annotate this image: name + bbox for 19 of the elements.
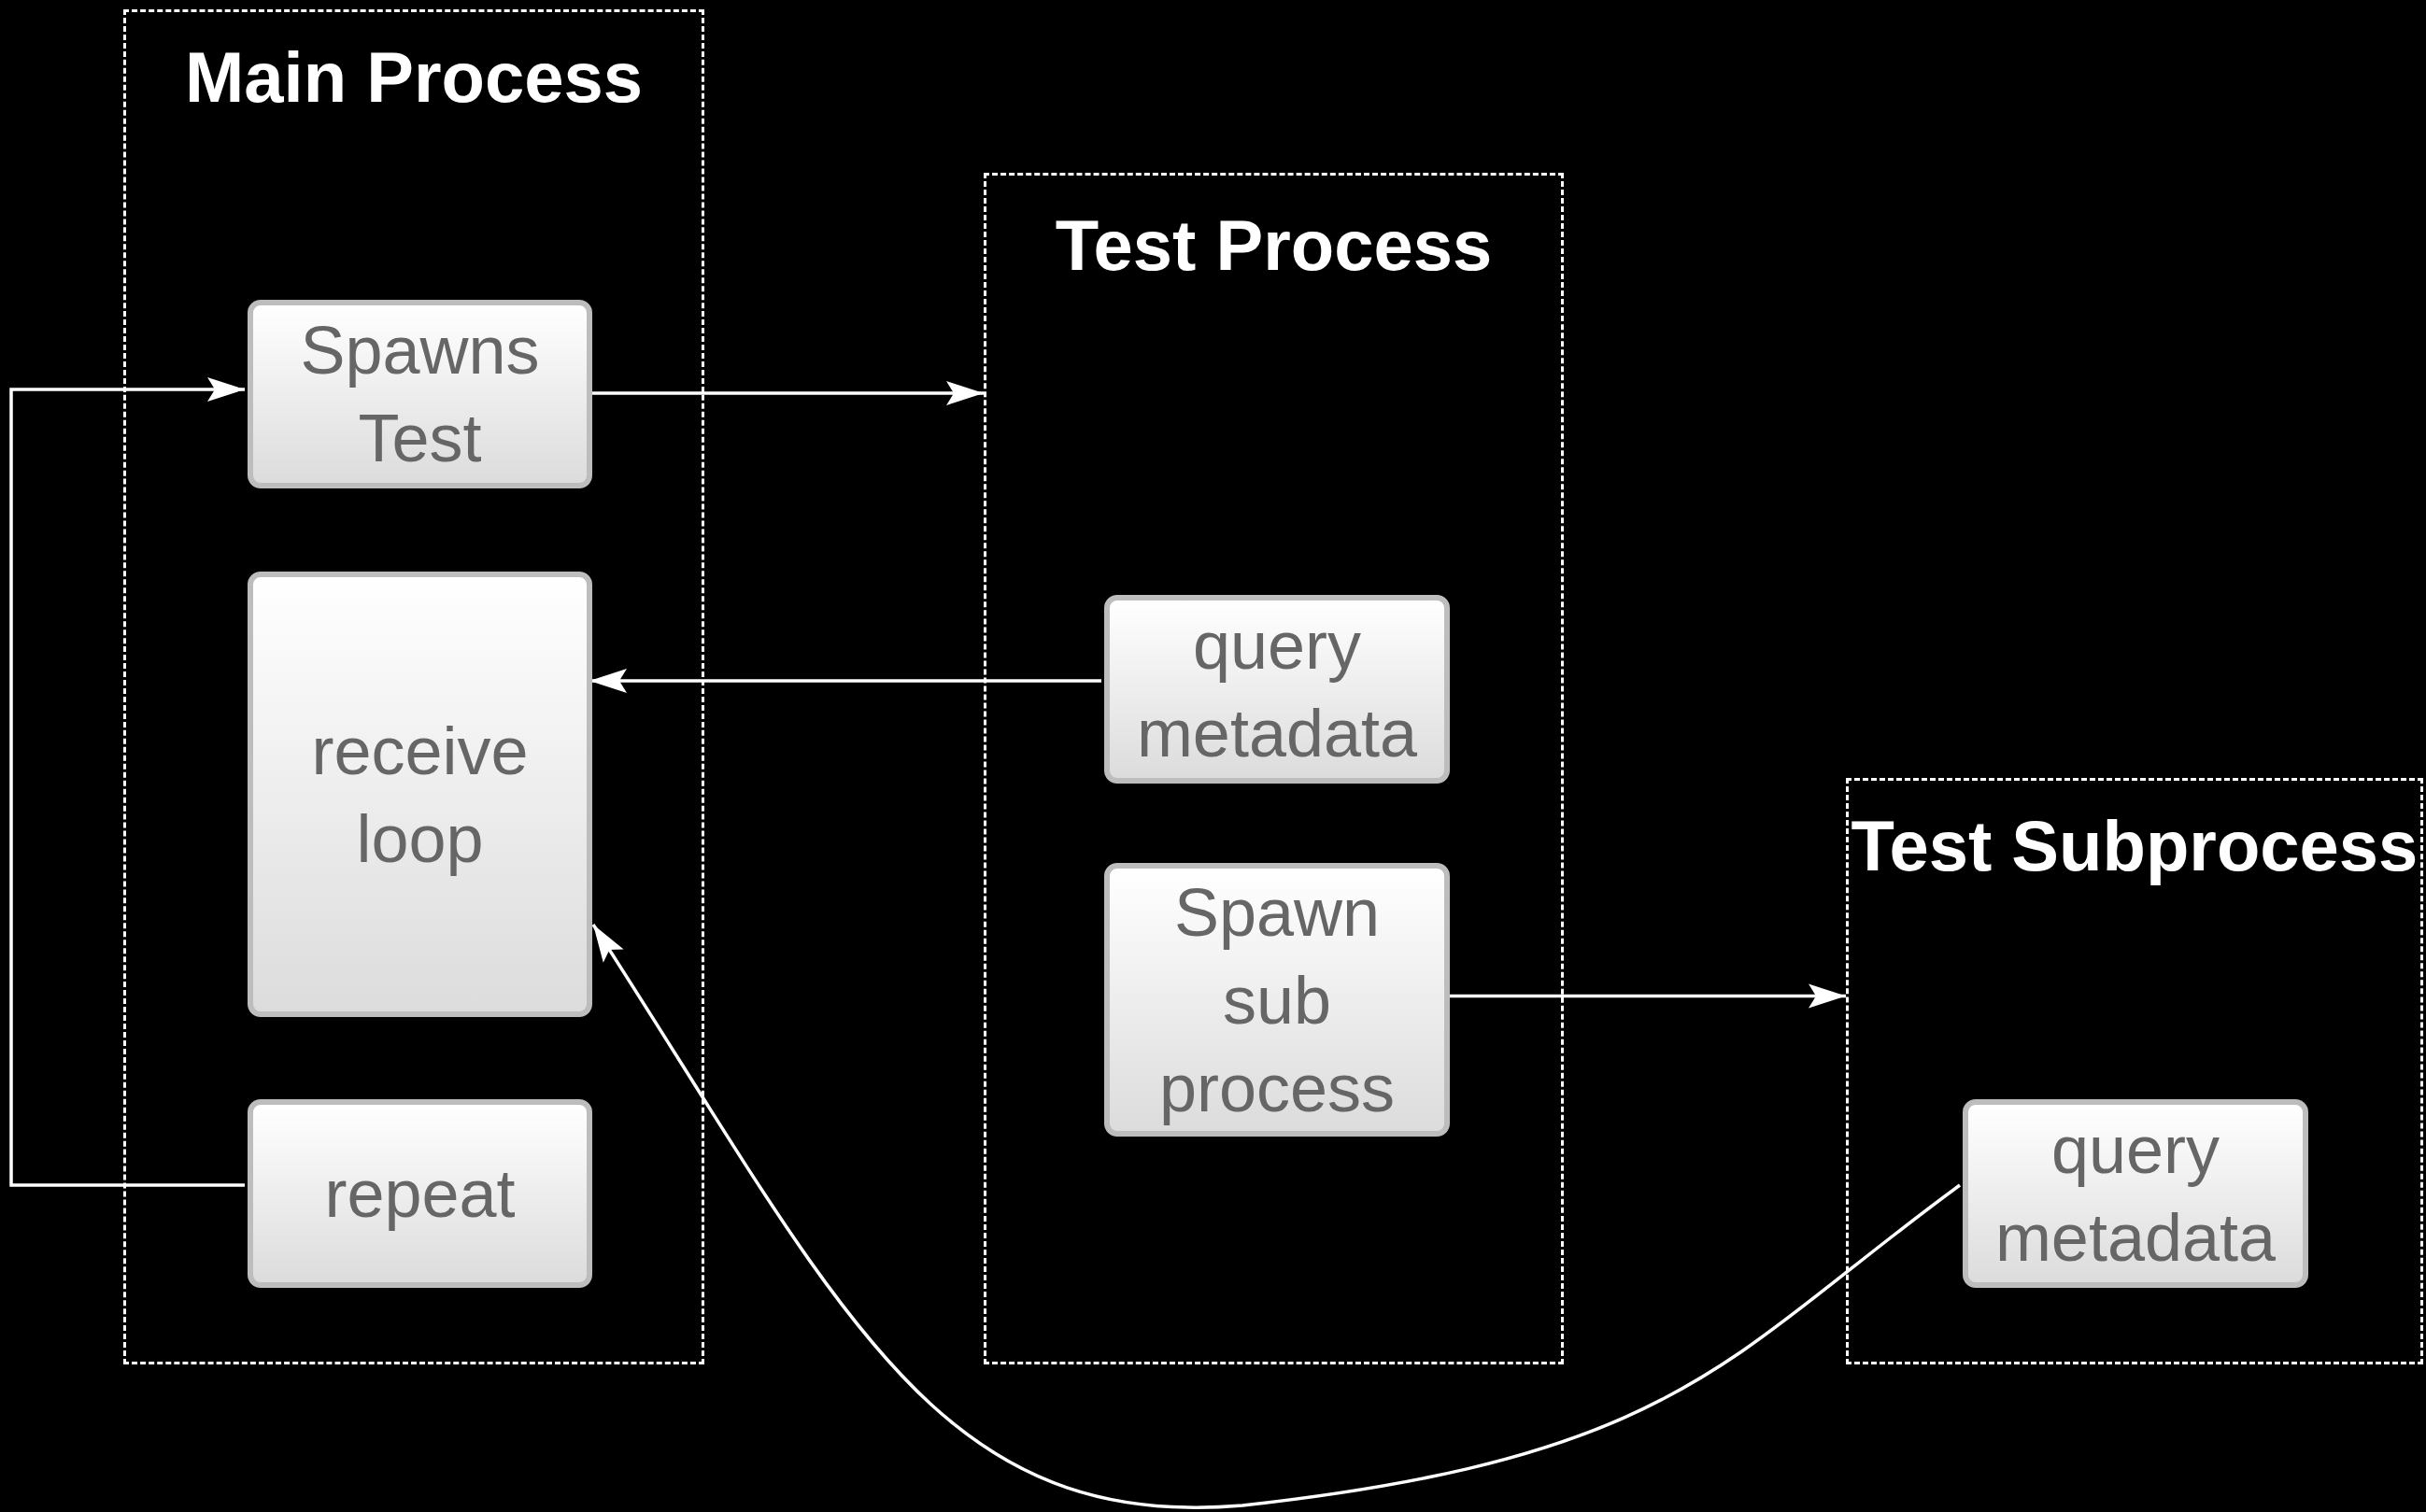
process-box <box>1104 595 1450 784</box>
process-container <box>123 9 704 1364</box>
box-label: query metadata <box>1135 607 1419 772</box>
process-box <box>1963 1099 2308 1288</box>
process-box <box>248 572 592 1017</box>
process-box <box>1104 863 1450 1137</box>
box-label: receive loop <box>310 712 530 878</box>
process-container <box>1846 778 2423 1364</box>
container-heading: Main Process <box>184 36 644 119</box>
box-label: query metadata <box>1993 1111 2277 1277</box>
process-box <box>248 1099 592 1288</box>
process-container <box>984 173 1564 1364</box>
box-label: Spawns Test <box>299 312 541 477</box>
box-label: Spawn sub process <box>1157 873 1397 1127</box>
box-label: repeat <box>323 1155 517 1233</box>
arrow <box>9 377 245 1187</box>
container-heading: Test Subprocess <box>1850 805 2419 887</box>
container-heading: Test Process <box>1054 205 1494 287</box>
process-box <box>248 300 592 488</box>
